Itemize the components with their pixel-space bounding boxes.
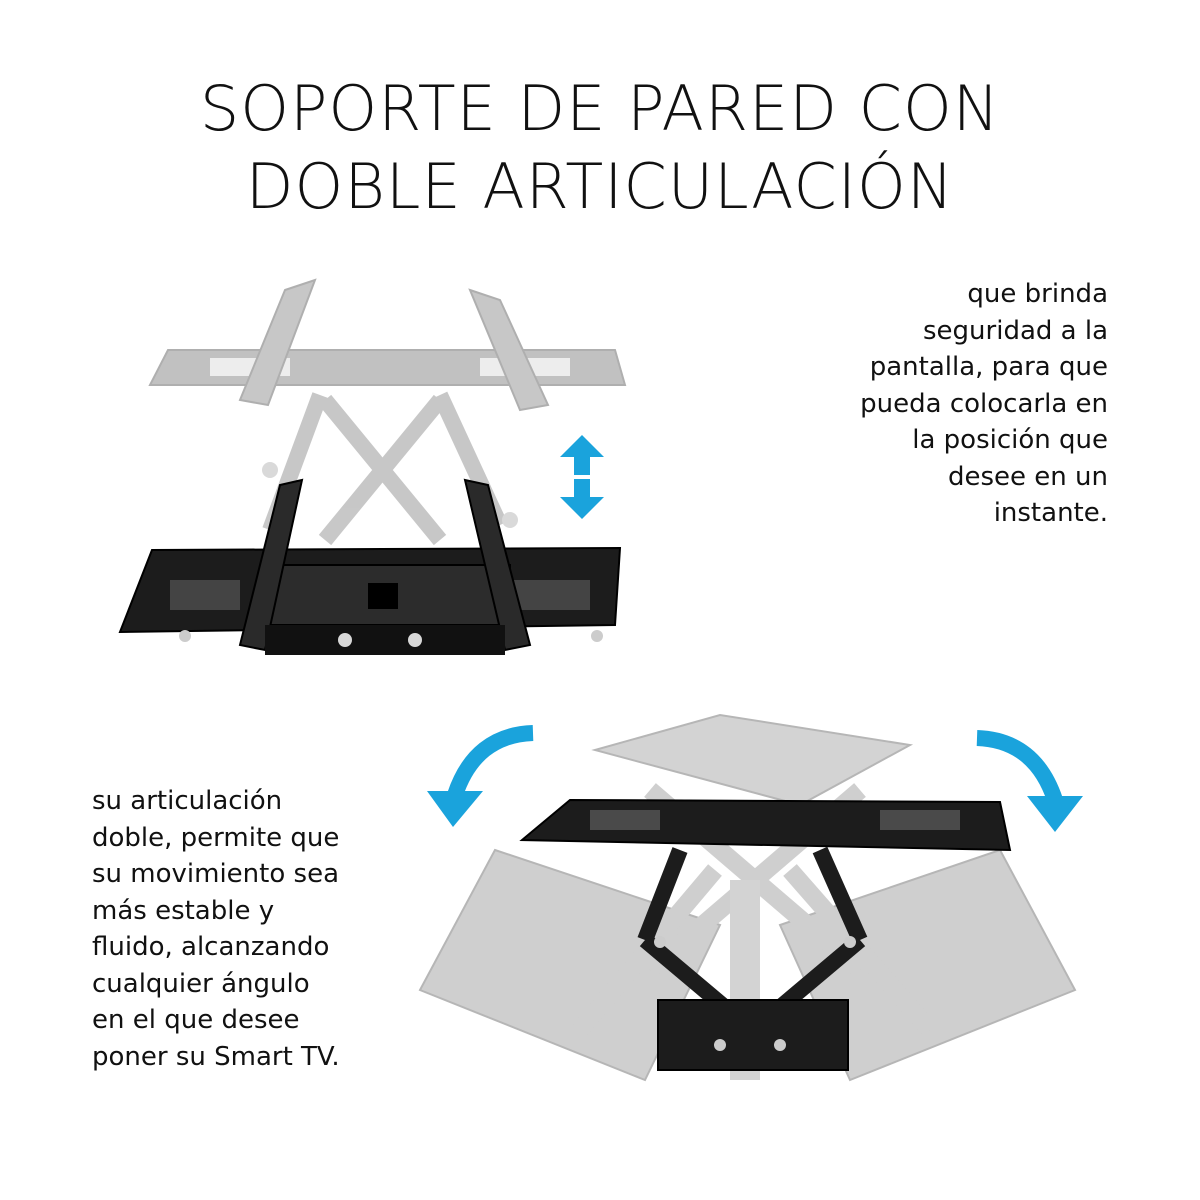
rotate-left-arrow-icon: [427, 725, 534, 827]
dark-bolt: [714, 1039, 726, 1051]
ghost-pivot: [502, 512, 518, 528]
mount-swivel-illustration: [418, 713, 1083, 1082]
dark-bolt: [338, 633, 352, 647]
dark-bolt: [774, 1039, 786, 1051]
ghost-plate-left: [418, 848, 722, 1082]
ghost-pivot: [262, 462, 278, 478]
dark-plate-slot: [880, 810, 960, 830]
copy-left-line: doble, permite que: [92, 822, 340, 853]
ghost-rail: [238, 278, 317, 407]
dark-bolt: [844, 936, 856, 948]
dark-bolt: [408, 633, 422, 647]
dark-center-hole: [368, 583, 398, 609]
copy-left-line: su movimiento sea: [92, 859, 339, 889]
copy-right-line: pantalla, para que: [869, 352, 1108, 382]
dark-mount: [118, 478, 622, 655]
tilt-description: que brinda seguridad a la pantalla, para…: [860, 276, 1108, 532]
mount-extension-illustration: [118, 278, 627, 655]
dark-wall-plate: [657, 999, 849, 1071]
copy-right-line: que brinda: [967, 279, 1108, 309]
copy-right-line: seguridad a la: [923, 315, 1108, 346]
dark-arm: [637, 846, 868, 1027]
copy-left-line: poner su Smart TV.: [92, 1041, 340, 1072]
ghost-plate-top: [591, 713, 914, 807]
rotate-right-arrow-icon: [976, 730, 1083, 832]
vertical-double-arrow-icon: [560, 435, 604, 519]
copy-right-line: desee en un: [948, 461, 1108, 492]
copy-left-line: fluido, alcanzando: [92, 932, 330, 962]
dark-base-bar: [265, 625, 505, 655]
dark-bolt: [591, 630, 603, 642]
dark-plate-slot: [170, 580, 240, 610]
ghost-mount: [148, 278, 627, 546]
ghost-rail: [468, 288, 550, 412]
dark-rail: [463, 478, 532, 652]
dark-bolt: [179, 630, 191, 642]
articulation-description: su articulación doble, permite que su mo…: [92, 783, 340, 1075]
dark-plate-slot: [590, 810, 660, 830]
copy-left-line: en el que desee: [92, 1005, 300, 1035]
copy-right-line: la posición que: [912, 425, 1108, 455]
dark-plate-slot: [510, 580, 590, 610]
copy-right-line: instante.: [993, 498, 1108, 528]
dark-bolt: [654, 936, 666, 948]
title-line-1: SOPORTE DE PARED CON: [199, 72, 1001, 145]
copy-left-line: más estable y: [92, 895, 275, 926]
copy-left-line: cualquier ángulo: [92, 968, 310, 999]
dark-mount: [519, 798, 1012, 1071]
copy-left-line: su articulación: [92, 786, 283, 816]
page-title: SOPORTE DE PARED CON DOBLE ARTICULACIÓN: [0, 70, 1200, 226]
ghost-arm: [262, 391, 508, 546]
title-line-2: DOBLE ARTICULACIÓN: [245, 150, 955, 223]
copy-right-line: pueda colocarla en: [860, 388, 1108, 419]
